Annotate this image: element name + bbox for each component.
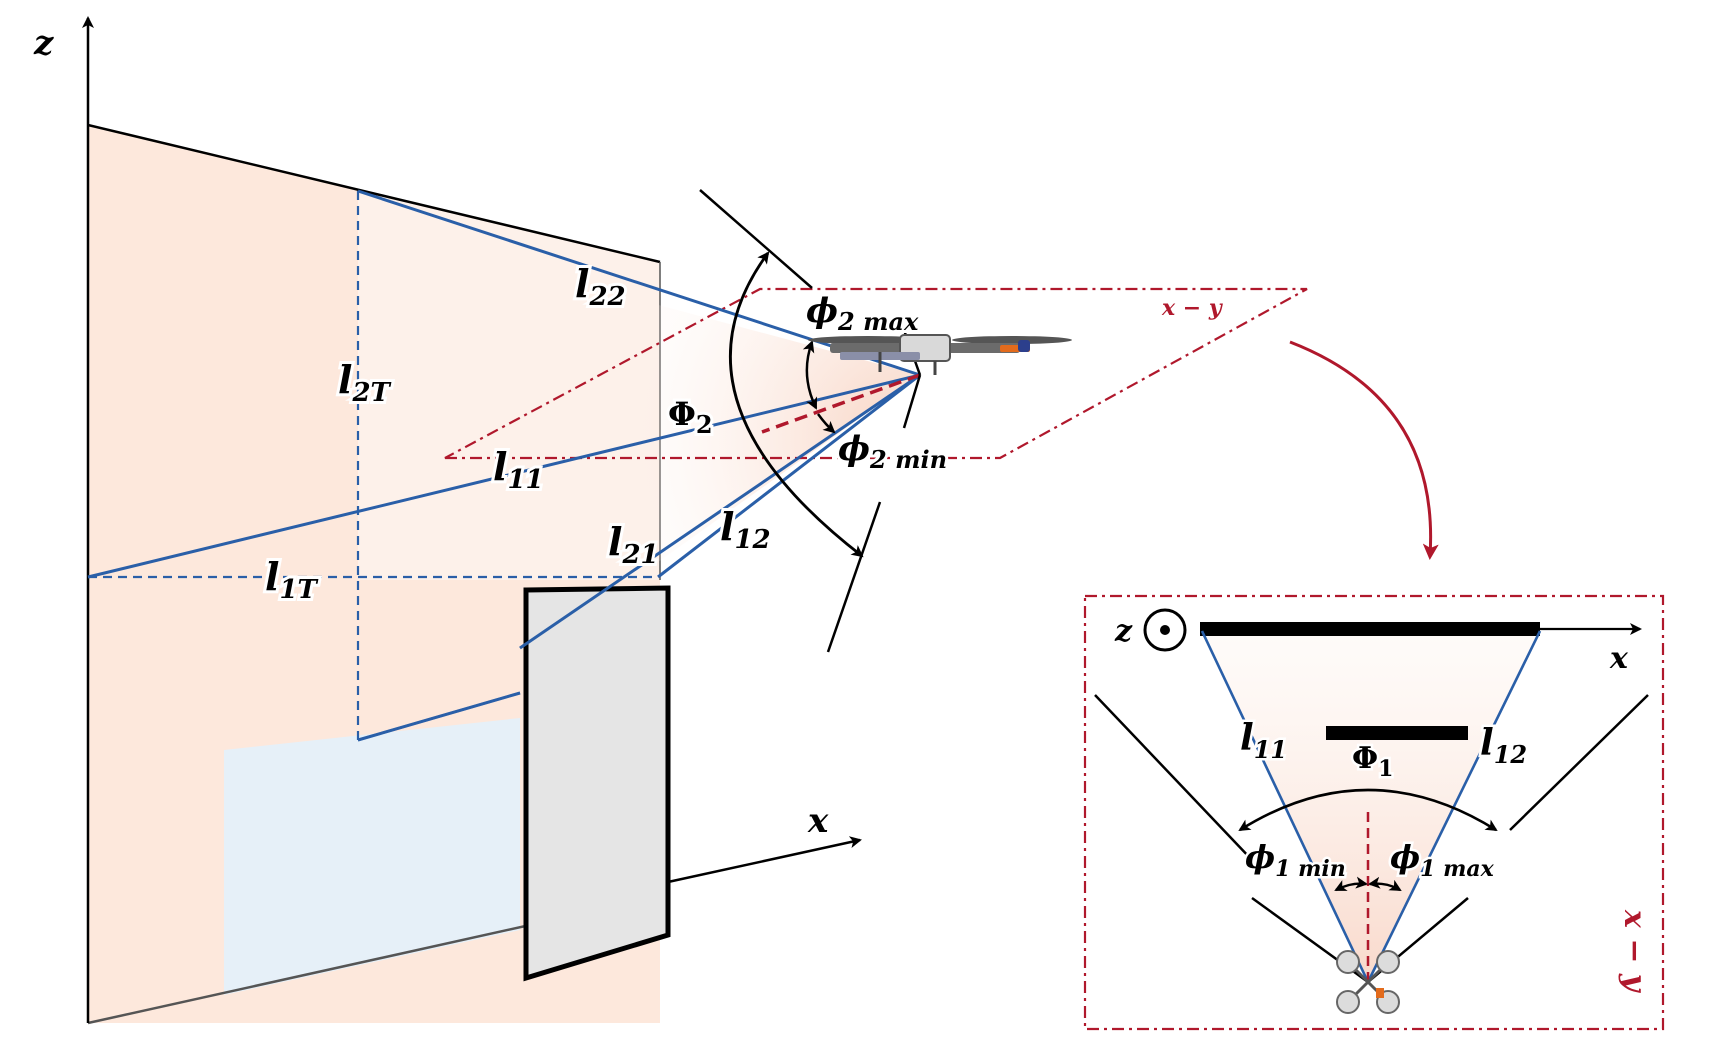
inset-phi1-arc xyxy=(1238,788,1498,832)
inset-label-Phi1: Φ1 xyxy=(1352,741,1393,782)
xy-plane-label: x − y xyxy=(1161,295,1224,321)
inset-phi1-max-arc xyxy=(1368,876,1402,892)
x-axis xyxy=(667,836,862,884)
label-l1T: l1T xyxy=(265,554,319,605)
inset-wall xyxy=(1200,622,1540,636)
inset-pointer-arrow xyxy=(1289,340,1439,560)
axes: z x xyxy=(33,16,862,1023)
inset-door xyxy=(1326,726,1468,740)
inset-drone xyxy=(1336,950,1400,1014)
label-l11: l11 xyxy=(493,444,544,495)
door xyxy=(523,585,671,982)
inset-phi1-min-arc xyxy=(1334,876,1368,892)
main-labels: l22 l2T l11 l1T l21 l12 Φ2 ϕ2 max ϕ2 min xyxy=(262,258,950,608)
z-axis-label: z xyxy=(33,23,54,63)
label-l2T: l2T xyxy=(338,357,392,408)
label-phi2min: ϕ2 min xyxy=(838,429,947,474)
inset-top-view: x z l11 l12 xyxy=(1083,594,1665,1031)
label-l12: l12 xyxy=(720,504,771,555)
label-l21: l21 xyxy=(608,519,659,570)
inset-label-l11: l11 xyxy=(1240,717,1287,764)
label-phi2max: ϕ2 max xyxy=(806,291,919,336)
inset-label-phi1max: ϕ1 max xyxy=(1390,838,1495,882)
inset-label-phi1min: ϕ1 min xyxy=(1245,838,1346,882)
phi2-max-arc xyxy=(802,340,818,410)
drone xyxy=(808,334,1072,375)
phi2-min-arc xyxy=(816,413,836,434)
inset-plane-label: x − y xyxy=(1617,909,1652,994)
label-Phi2: Φ2 xyxy=(668,395,713,439)
phi2-arc xyxy=(728,251,864,558)
label-l22: l22 xyxy=(575,261,626,312)
inset-x-label: x xyxy=(1609,641,1629,676)
inset-ray-l12 xyxy=(1366,630,1542,983)
inset-cone xyxy=(1202,629,1540,982)
inset-z-label: z xyxy=(1114,614,1133,649)
floor-patch xyxy=(224,718,520,995)
wall xyxy=(87,123,661,1025)
inset-label-l12: l12 xyxy=(1480,722,1527,769)
x-axis-label: x xyxy=(807,801,829,841)
